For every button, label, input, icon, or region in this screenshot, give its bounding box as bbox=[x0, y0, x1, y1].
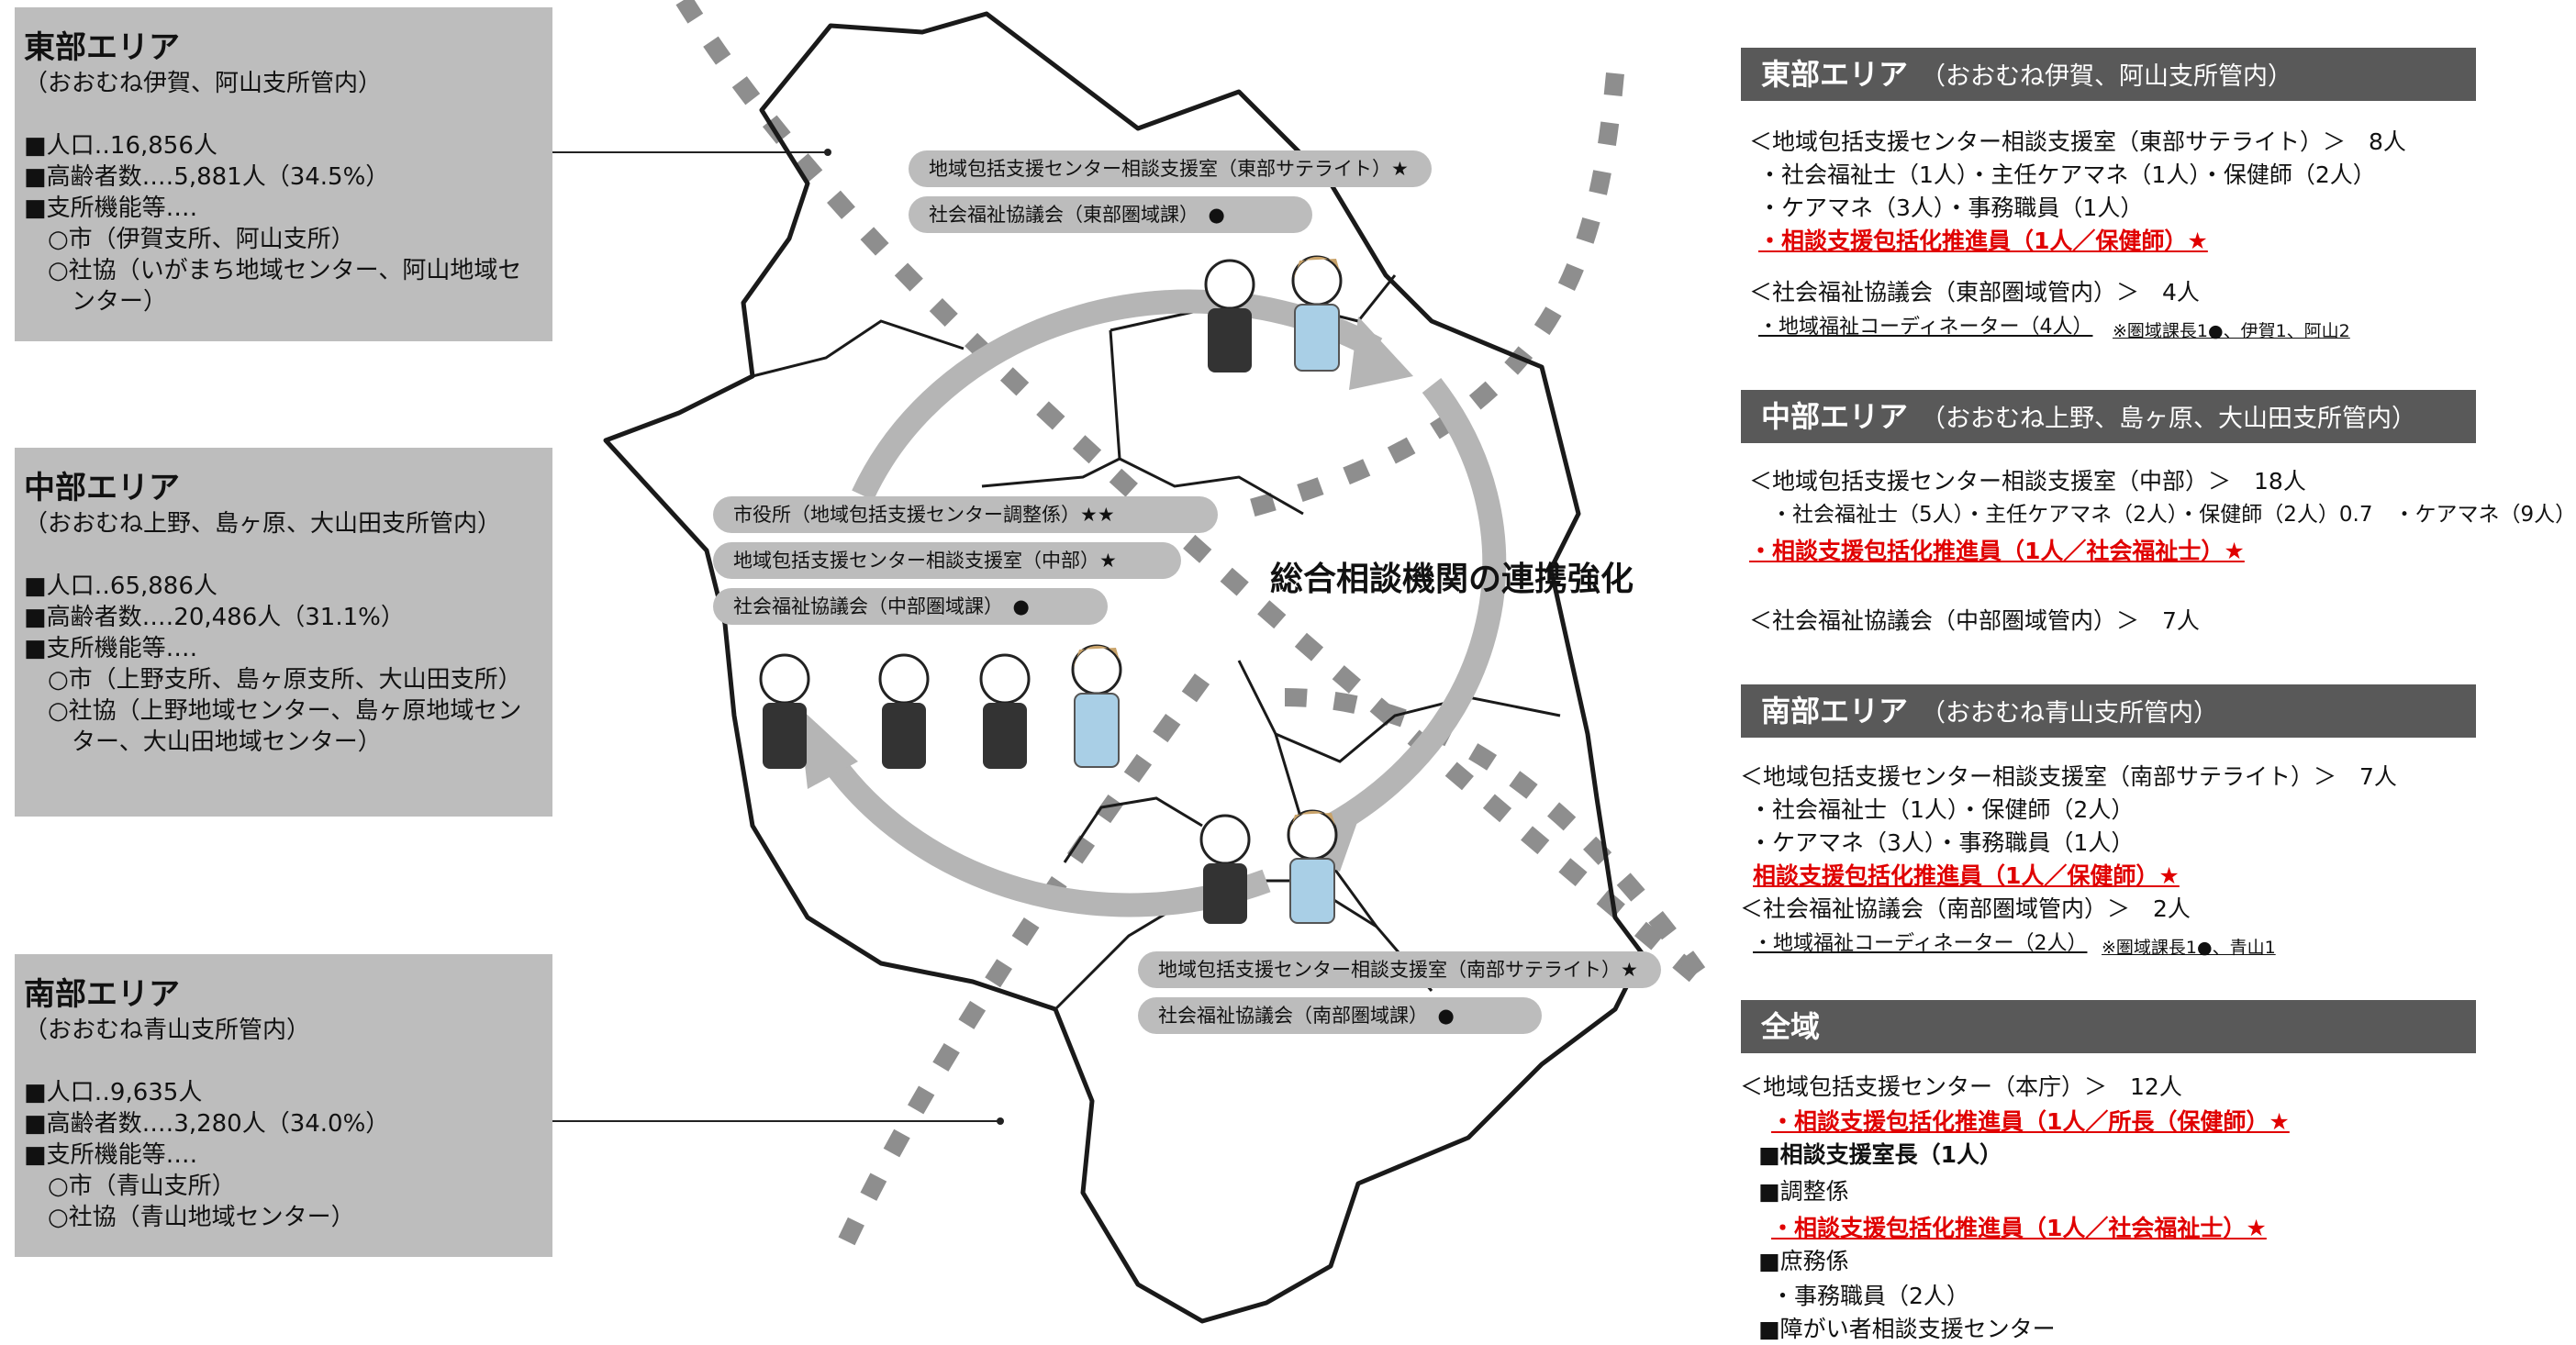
east-satellite-roles-2: ・ケアマネ（3人）・事務職員（1人） bbox=[1758, 195, 2144, 221]
staff-figure-woman bbox=[1287, 809, 1338, 924]
staff-figure-man bbox=[759, 653, 810, 769]
cooperation-center-label: 総合相談機関の連携強化 bbox=[1270, 561, 1634, 598]
south-council-staff: ＜社会福祉協議会（南部圏域管内）＞ 2人 bbox=[1740, 895, 2191, 922]
central-header-title: 中部エリア bbox=[1761, 399, 1909, 434]
east-satellite-staff: ＜地域包括支援センター相談支援室（東部サテライト）＞ 8人 bbox=[1749, 128, 2406, 155]
central-branch-city: ○市（上野支所、島ヶ原支所、大山田支所） bbox=[24, 666, 522, 694]
east-area-title: 東部エリア bbox=[24, 29, 180, 66]
east-population: ■人口‥16,856人 bbox=[24, 132, 217, 160]
staff-figure-woman bbox=[1291, 255, 1343, 372]
cooperation-cycle-arrow bbox=[816, 289, 1507, 917]
east-satellite-roles-1: ・社会福祉士（1人）・主任ケアマネ（1人）・保健師（2人） bbox=[1758, 161, 2376, 188]
south-branch-city: ○市（青山支所） bbox=[24, 1173, 236, 1200]
staff-figure-man bbox=[979, 653, 1031, 769]
city-map-diagram bbox=[603, 0, 1706, 1324]
south-satellite-roles-1: ・社会福祉士（1人）・保健師（2人） bbox=[1749, 796, 2135, 823]
south-population: ■人口‥9,635人 bbox=[24, 1079, 203, 1106]
east-area-subtitle: （おおむね伊賀、阿山支所管内） bbox=[24, 70, 383, 97]
east-header-title: 東部エリア bbox=[1761, 57, 1909, 92]
staff-figure-man bbox=[878, 653, 930, 769]
city-outline bbox=[603, 11, 1645, 1324]
east-connector-dot bbox=[824, 149, 831, 156]
all-area-header: 全域 bbox=[1741, 1000, 2476, 1053]
all-header-title: 全域 bbox=[1761, 1009, 1821, 1044]
south-council-note: ※圏域課長1●、青山1 bbox=[2102, 938, 2276, 958]
south-council-pill: 社会福祉協議会（南部圏域課） ● bbox=[1138, 997, 1542, 1034]
staff-figure-man bbox=[1204, 259, 1255, 372]
clerical-staff: ・事務職員（2人） bbox=[1771, 1283, 1969, 1309]
central-elderly: ■高齢者数‥‥20,486人（31.1%） bbox=[24, 604, 405, 631]
east-area-info-box: 東部エリア （おおむね伊賀、阿山支所管内） ■人口‥16,856人 ■高齢者数‥… bbox=[15, 7, 552, 341]
hq-staff: ＜地域包括支援センター（本庁）＞ 12人 bbox=[1740, 1073, 2182, 1100]
east-connector-line bbox=[552, 151, 828, 153]
east-council-note: ※圏域課長1●、伊賀1、阿山2 bbox=[2113, 321, 2350, 341]
east-council-pill: 社会福祉協議会（東部圏域課） ● bbox=[909, 196, 1312, 233]
hq-promoter-director: ・相談支援包括化推進員（1人／所長（保健師）★ bbox=[1771, 1108, 2290, 1135]
central-header-sub: （おおむね上野、島ヶ原、大山田支所管内） bbox=[1921, 405, 2417, 433]
south-satellite-roles-2: ・ケアマネ（3人）・事務職員（1人） bbox=[1749, 829, 2135, 856]
central-office-roles: ・社会福祉士（5人）・主任ケアマネ（2人）・保健師（2人）0.7 ・ケアマネ（9… bbox=[1771, 503, 2576, 527]
central-branch-council: ○社協（上野地域センター、島ヶ原地域セン bbox=[24, 697, 522, 725]
east-coordinator: ・地域福祉コーディネーター（4人） bbox=[1758, 316, 2093, 339]
staff-figure-woman bbox=[1071, 644, 1122, 768]
city-hall-pill: 市役所（地域包括支援センター調整係）★★ bbox=[713, 496, 1218, 533]
south-header-sub: （おおむね青山支所管内） bbox=[1921, 699, 2219, 728]
south-area-info-box: 南部エリア （おおむね青山支所管内） ■人口‥9,635人 ■高齢者数‥‥3,2… bbox=[15, 954, 552, 1257]
coordination-section: ■調整係 bbox=[1758, 1178, 1849, 1205]
central-council-pill: 社会福祉協議会（中部圏域課） ● bbox=[713, 588, 1108, 625]
south-branch-council: ○社協（青山地域センター） bbox=[24, 1204, 355, 1231]
south-header-title: 南部エリア bbox=[1761, 694, 1909, 728]
south-branch-heading: ■支所機能等‥‥ bbox=[24, 1141, 198, 1169]
central-area-subtitle: （おおむね上野、島ヶ原、大山田支所管内） bbox=[24, 510, 502, 538]
east-branch-city: ○市（伊賀支所、阿山支所） bbox=[24, 226, 355, 253]
south-area-subtitle: （おおむね青山支所管内） bbox=[24, 1017, 311, 1044]
central-area-header: 中部エリア （おおむね上野、島ヶ原、大山田支所管内） bbox=[1741, 390, 2476, 443]
south-satellite-pill: 地域包括支援センター相談支援室（南部サテライト）★ bbox=[1138, 951, 1661, 988]
east-promoter: ・相談支援包括化推進員（1人／保健師）★ bbox=[1758, 228, 2208, 254]
central-promoter: ・相談支援包括化推進員（1人／社会福祉士）★ bbox=[1749, 538, 2245, 564]
east-area-header: 東部エリア （おおむね伊賀、阿山支所管内） bbox=[1741, 48, 2476, 101]
east-branch-council-cont: ンター） bbox=[24, 288, 168, 316]
south-satellite-staff: ＜地域包括支援センター相談支援室（南部サテライト）＞ 7人 bbox=[1740, 763, 2397, 790]
south-connector-line bbox=[552, 1120, 1000, 1122]
south-connector-dot bbox=[997, 1117, 1004, 1125]
central-branch-council-cont: ター、大山田地域センター） bbox=[24, 728, 382, 756]
central-office-pill: 地域包括支援センター相談支援室（中部）★ bbox=[713, 542, 1181, 579]
east-satellite-pill: 地域包括支援センター相談支援室（東部サテライト）★ bbox=[909, 150, 1432, 187]
central-area-title: 中部エリア bbox=[24, 470, 180, 506]
east-elderly: ■高齢者数‥‥5,881人（34.5%） bbox=[24, 163, 390, 191]
south-area-header: 南部エリア （おおむね青山支所管内） bbox=[1741, 684, 2476, 738]
east-header-sub: （おおむね伊賀、阿山支所管内） bbox=[1921, 62, 2293, 91]
central-population: ■人口‥65,886人 bbox=[24, 572, 217, 600]
disability-support-center: ■障がい者相談支援センター bbox=[1758, 1316, 2056, 1342]
staff-figures bbox=[759, 255, 1343, 924]
south-coordinator: ・地域福祉コーディネーター（2人） bbox=[1753, 932, 2088, 955]
central-area-info-box: 中部エリア （おおむね上野、島ヶ原、大山田支所管内） ■人口‥65,886人 ■… bbox=[15, 448, 552, 817]
south-elderly: ■高齢者数‥‥3,280人（34.0%） bbox=[24, 1110, 390, 1138]
central-office-staff: ＜地域包括支援センター相談支援室（中部）＞ 18人 bbox=[1749, 468, 2306, 495]
staff-figure-man bbox=[1199, 814, 1251, 924]
south-promoter: 相談支援包括化推進員（1人／保健師）★ bbox=[1753, 862, 2180, 889]
east-branch-heading: ■支所機能等‥‥ bbox=[24, 195, 198, 222]
south-area-title: 南部エリア bbox=[24, 976, 180, 1013]
general-affairs-section: ■庶務係 bbox=[1758, 1248, 1849, 1274]
central-council-staff: ＜社会福祉協議会（中部圏域管内）＞ 7人 bbox=[1749, 607, 2200, 634]
east-council-staff: ＜社会福祉協議会（東部圏域管内）＞ 4人 bbox=[1749, 279, 2200, 306]
central-branch-heading: ■支所機能等‥‥ bbox=[24, 635, 198, 662]
consult-office-chief: ■相談支援室長（1人） bbox=[1758, 1141, 2003, 1168]
coordination-promoter: ・相談支援包括化推進員（1人／社会福祉士）★ bbox=[1771, 1215, 2267, 1241]
east-branch-council: ○社協（いがまち地域センター、阿山地域セ bbox=[24, 257, 522, 284]
area-divider-lines bbox=[675, 0, 1706, 1271]
